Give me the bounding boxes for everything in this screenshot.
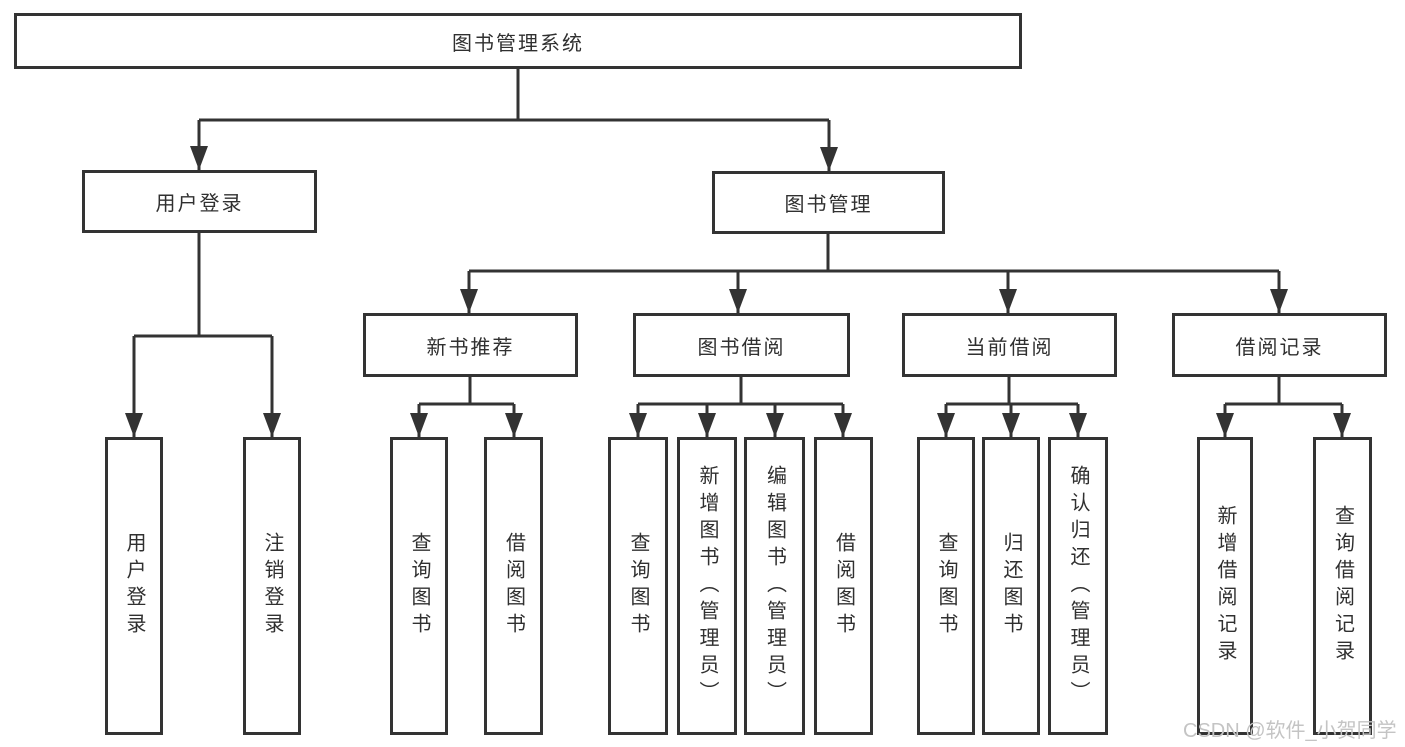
arrowhead (766, 413, 784, 437)
node-book-borrowing: 图书借阅 (633, 313, 850, 377)
connector-user-login-children (132, 233, 274, 437)
leaf-query-books-current-label: 查询图书 (935, 532, 957, 640)
leaf-query-borrowing-record: 查询借阅记录 (1313, 437, 1372, 735)
arrowhead (1270, 289, 1288, 313)
leaf-query-borrowing-record-label: 查询借阅记录 (1331, 505, 1354, 667)
node-book-borrowing-label: 图书借阅 (697, 336, 786, 359)
leaf-add-borrowing-record: 新增借阅记录 (1197, 437, 1253, 735)
arrowhead (629, 413, 647, 437)
leaf-user-login-label: 用户登录 (123, 532, 145, 640)
leaf-user-login: 用户登录 (105, 437, 163, 735)
arrowhead (125, 413, 143, 437)
leaf-confirm-return-admin-label: 确认归还（管理员） (1067, 464, 1089, 708)
node-book-management: 图书管理 (712, 171, 945, 234)
leaf-borrow-books-borrowing-label: 借阅图书 (832, 532, 855, 640)
leaf-query-books-borrowing-label: 查询图书 (627, 532, 649, 640)
node-current-borrowing: 当前借阅 (902, 313, 1117, 377)
leaf-logout-login: 注销登录 (243, 437, 301, 735)
node-root-label: 图书管理系统 (452, 32, 584, 55)
leaf-logout-login-label: 注销登录 (261, 532, 283, 640)
arrowhead (263, 413, 281, 437)
watermark: CSDN @软件_小贺同学 (1183, 720, 1397, 742)
leaf-query-books-current: 查询图书 (917, 437, 975, 735)
node-borrowing-records: 借阅记录 (1172, 313, 1387, 377)
arrowhead (729, 289, 747, 313)
leaf-confirm-return-admin: 确认归还（管理员） (1048, 437, 1108, 735)
node-book-management-label: 图书管理 (784, 194, 873, 216)
arrowhead (505, 413, 523, 437)
arrowhead (698, 413, 716, 437)
leaf-return-books: 归还图书 (982, 437, 1040, 735)
node-new-book-recommendation-label: 新书推荐 (426, 336, 515, 359)
node-new-book-recommendation: 新书推荐 (363, 313, 578, 377)
arrowhead (460, 289, 478, 313)
arrowhead (820, 147, 838, 171)
arrowhead (190, 146, 208, 170)
arrowhead (1002, 413, 1020, 437)
leaf-borrow-books-recommend-label: 借阅图书 (502, 532, 525, 640)
leaf-edit-books-admin: 编辑图书（管理员） (744, 437, 805, 735)
leaf-borrow-books-recommend: 借阅图书 (484, 437, 543, 735)
node-user-login: 用户登录 (82, 170, 317, 233)
connector-root-to-level2 (197, 69, 831, 171)
node-root: 图书管理系统 (14, 13, 1022, 69)
leaf-edit-books-admin-label: 编辑图书（管理员） (763, 464, 786, 708)
arrowhead (1069, 413, 1087, 437)
leaf-add-books-admin: 新增图书（管理员） (677, 437, 737, 735)
arrowhead (1333, 413, 1351, 437)
arrowhead (834, 413, 852, 437)
connector-borrowing-records-children (1223, 377, 1344, 437)
arrowhead (410, 413, 428, 437)
leaf-add-books-admin-label: 新增图书（管理员） (696, 464, 718, 708)
node-borrowing-records-label: 借阅记录 (1235, 336, 1324, 359)
node-current-borrowing-label: 当前借阅 (965, 336, 1054, 359)
leaf-query-books-recommend: 查询图书 (390, 437, 448, 735)
arrowhead (937, 413, 955, 437)
arrowhead (1216, 413, 1234, 437)
arrowhead (999, 289, 1017, 313)
connector-book-borrowing-children (636, 377, 845, 437)
arrowheads (125, 146, 1351, 437)
leaf-query-books-borrowing: 查询图书 (608, 437, 668, 735)
leaf-return-books-label: 归还图书 (1000, 532, 1022, 640)
leaf-query-books-recommend-label: 查询图书 (408, 532, 430, 640)
connector-strokes (132, 69, 1344, 437)
connector-new-book-children (417, 377, 516, 437)
leaf-borrow-books-borrowing: 借阅图书 (814, 437, 873, 735)
leaf-add-borrowing-record-label: 新增借阅记录 (1214, 505, 1236, 667)
node-user-login-label: 用户登录 (155, 193, 244, 215)
connector-book-management-children (467, 234, 1281, 313)
